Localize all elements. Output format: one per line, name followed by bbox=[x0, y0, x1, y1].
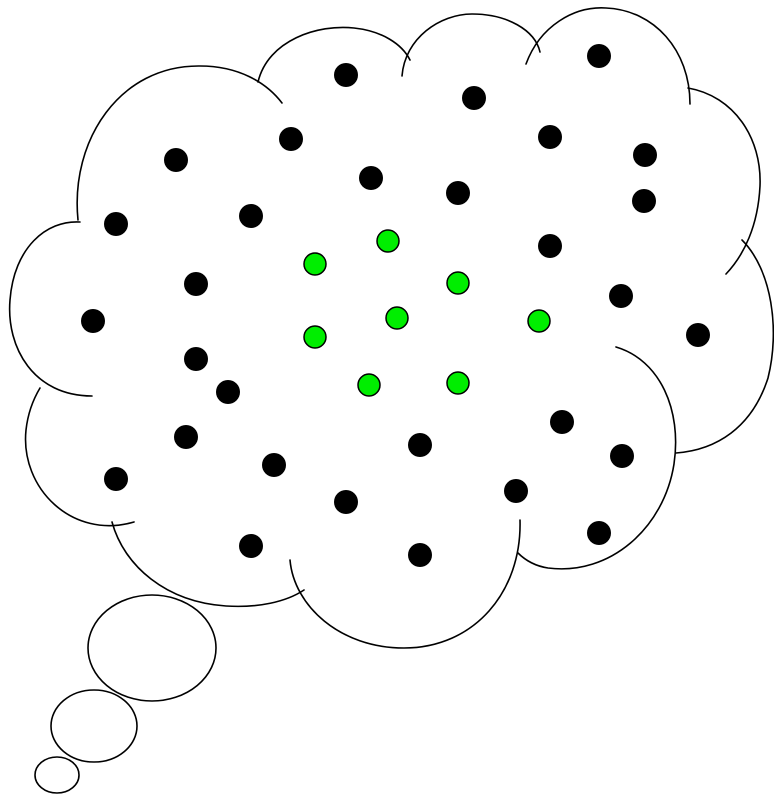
cloud-arc-bottom-left bbox=[112, 522, 304, 606]
black-dot bbox=[239, 204, 263, 228]
black-dot bbox=[408, 433, 432, 457]
black-dot bbox=[587, 521, 611, 545]
black-dot bbox=[164, 148, 188, 172]
cloud-arc-right-upper bbox=[688, 88, 760, 274]
black-dot bbox=[184, 272, 208, 296]
dot-group bbox=[81, 44, 710, 567]
black-dot bbox=[538, 234, 562, 258]
green-dot bbox=[304, 253, 326, 275]
black-dot bbox=[184, 347, 208, 371]
cloud-arc-top-middle bbox=[258, 27, 410, 82]
black-dot bbox=[334, 490, 358, 514]
black-dot bbox=[104, 467, 128, 491]
black-dot bbox=[262, 453, 286, 477]
green-dot bbox=[377, 230, 399, 252]
black-dot bbox=[239, 534, 263, 558]
black-dot bbox=[610, 444, 634, 468]
cloud-arc-bottom-center bbox=[290, 520, 520, 648]
green-dot bbox=[447, 272, 469, 294]
black-dot bbox=[632, 189, 656, 213]
cloud-arc-top-left bbox=[77, 66, 282, 220]
green-dot bbox=[386, 307, 408, 329]
black-dot bbox=[686, 323, 710, 347]
black-dot bbox=[633, 143, 657, 167]
black-dot bbox=[334, 63, 358, 87]
trail-bubble-medium bbox=[51, 690, 137, 762]
black-dot bbox=[462, 86, 486, 110]
black-dot bbox=[81, 309, 105, 333]
black-dot bbox=[104, 212, 128, 236]
black-dot bbox=[279, 127, 303, 151]
black-dot bbox=[587, 44, 611, 68]
black-dot bbox=[550, 410, 574, 434]
black-dot bbox=[408, 543, 432, 567]
black-dot bbox=[359, 166, 383, 190]
cloud-arc-left-lower bbox=[26, 388, 134, 526]
trail-bubble-large bbox=[88, 595, 216, 701]
cloud-arc-right bbox=[676, 240, 773, 453]
cloud-arc-top-center bbox=[402, 14, 540, 76]
black-dot bbox=[504, 479, 528, 503]
black-dot bbox=[446, 181, 470, 205]
green-dot bbox=[528, 310, 550, 332]
black-dot bbox=[174, 425, 198, 449]
green-dot bbox=[447, 372, 469, 394]
thought-trail bbox=[35, 595, 216, 793]
cloud-arc-left bbox=[10, 222, 92, 396]
black-dot bbox=[609, 284, 633, 308]
black-dot bbox=[216, 380, 240, 404]
trail-bubble-small bbox=[35, 757, 79, 793]
black-dot bbox=[538, 125, 562, 149]
green-dot bbox=[358, 374, 380, 396]
green-dot bbox=[304, 326, 326, 348]
